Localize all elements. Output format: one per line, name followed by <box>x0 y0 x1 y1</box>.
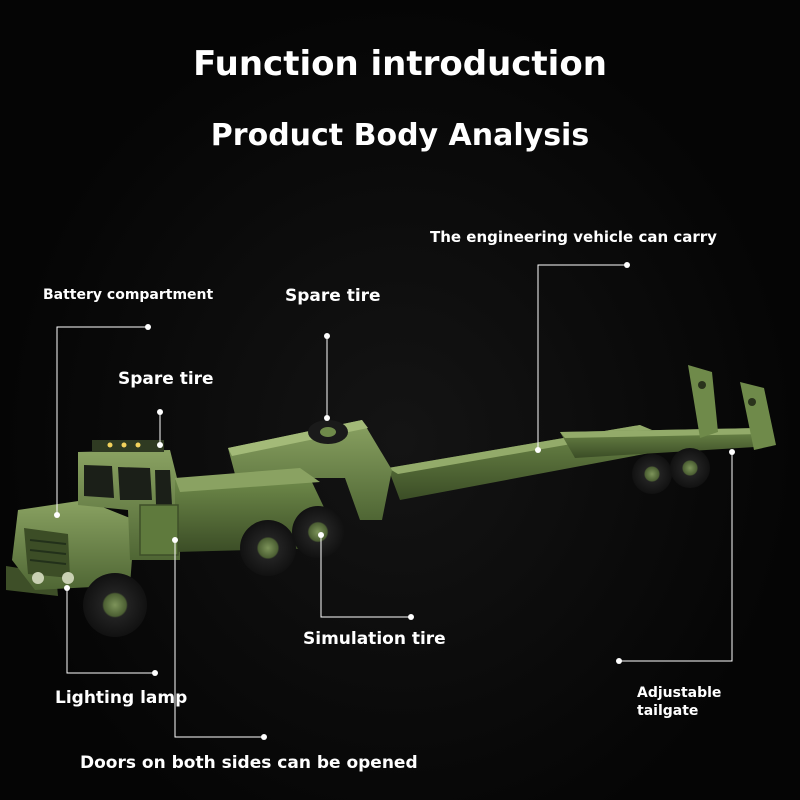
label-simulation-tire: Simulation tire <box>303 629 446 649</box>
trailer <box>228 365 776 520</box>
label-doors: Doors on both sides can be opened <box>80 753 418 773</box>
headlight-icon <box>62 572 74 584</box>
label-spare-tire-left: Spare tire <box>118 369 214 389</box>
label-engineering-vehicle: The engineering vehicle can carry <box>430 228 717 246</box>
cab-door <box>139 504 179 556</box>
label-lighting-lamp: Lighting lamp <box>55 688 188 708</box>
page-subtitle: Product Body Analysis <box>210 118 590 153</box>
trailer-tire-icon <box>632 454 672 494</box>
rear-tire-icon <box>240 520 296 576</box>
label-tailgate-line1: Adjustable <box>637 685 722 701</box>
label-battery-compartment: Battery compartment <box>43 287 214 303</box>
front-tire-icon <box>83 573 147 637</box>
truck <box>6 440 330 596</box>
rear-tire-icon <box>292 506 344 558</box>
callout-dots <box>54 262 735 740</box>
headlight-icon <box>32 572 44 584</box>
tires <box>83 448 710 637</box>
label-tailgate-line2: tailgate <box>637 703 699 719</box>
trailer-tire-icon <box>670 448 710 488</box>
page-title: Function introduction <box>193 44 607 84</box>
callout-lines <box>56 264 733 738</box>
label-spare-tire-top: Spare tire <box>285 286 381 306</box>
